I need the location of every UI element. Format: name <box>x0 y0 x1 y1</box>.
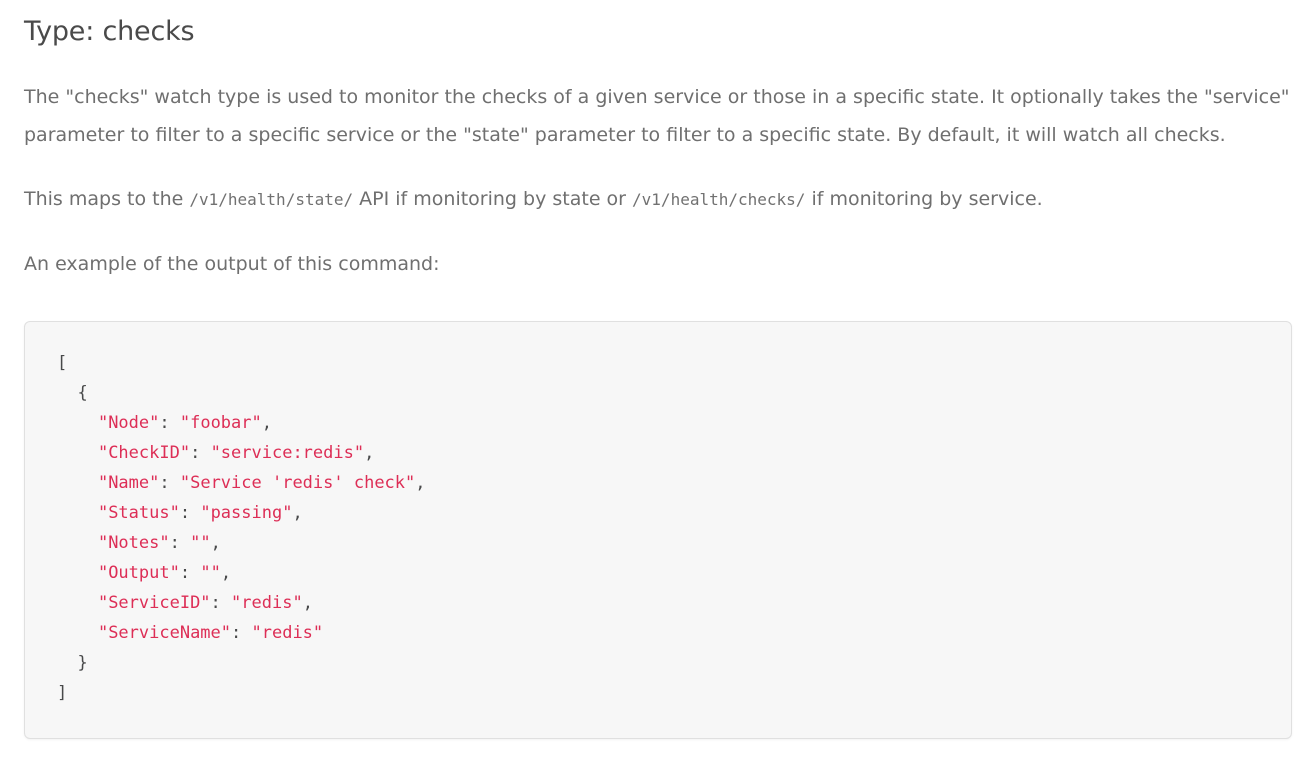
page-title: Type: checks <box>24 16 195 47</box>
code-token-punct: } <box>77 653 88 673</box>
code-token-punct: : <box>179 563 201 583</box>
code-token-punct: , <box>415 473 426 493</box>
code-token-str: "foobar" <box>179 413 262 433</box>
code-token-str: "service:redis" <box>210 443 365 463</box>
code-block[interactable]: [ { "Node": "foobar", "CheckID": "servic… <box>24 321 1292 739</box>
code-token-punct: , <box>302 593 313 613</box>
code-token-punct: : <box>169 533 191 553</box>
code-token-punct: : <box>231 623 252 643</box>
code-token-str: "redis" <box>251 623 324 643</box>
code-token-punct: , <box>210 533 221 553</box>
code-token-punct: , <box>292 503 303 523</box>
code-token-str: "" <box>200 563 221 583</box>
code-token-punct: , <box>261 413 272 433</box>
code-token-str: "CheckID" <box>97 443 191 463</box>
api-mapping-prefix: This maps to the <box>24 188 190 210</box>
code-token-punct: : <box>179 503 201 523</box>
code-token-str: "redis" <box>231 593 303 613</box>
api-mapping-suffix: if monitoring by service. <box>805 188 1043 210</box>
code-token-punct: , <box>364 443 375 463</box>
code-token-str: "ServiceName" <box>97 623 232 643</box>
code-token-punct: : <box>159 473 180 493</box>
code-token-str: "Status" <box>97 503 180 523</box>
code-token-str: "Node" <box>97 413 160 433</box>
documentation-page: Type: checks The "checks" watch type is … <box>24 16 1292 739</box>
code-token-punct: , <box>220 563 232 583</box>
api-mapping-paragraph: This maps to the /v1/health/state/ API i… <box>24 180 1292 219</box>
inline-code-health-state: /v1/health/state/ <box>189 190 354 209</box>
code-token-str: "" <box>190 533 211 553</box>
code-block-content: [ { "Node": "foobar", "CheckID": "servic… <box>57 348 1267 708</box>
inline-code-health-checks: /v1/health/checks/ <box>632 190 806 209</box>
code-token-str: "Service 'redis' check" <box>179 473 416 493</box>
intro-paragraph: The "checks" watch type is used to monit… <box>24 86 1290 146</box>
api-mapping-middle: API if monitoring by state or <box>353 188 633 210</box>
code-token-punct: : <box>190 443 211 463</box>
code-token-str: "Name" <box>97 473 160 493</box>
code-token-punct: : <box>159 413 180 433</box>
code-token-punct: ] <box>57 683 68 703</box>
code-token-str: "Notes" <box>97 533 170 553</box>
code-token-punct: [ <box>57 353 68 373</box>
code-token-punct: : <box>210 593 232 613</box>
code-token-str: "passing" <box>200 503 293 523</box>
example-intro-paragraph: An example of the output of this command… <box>24 253 440 275</box>
code-token-str: "Output" <box>97 563 180 583</box>
code-token-punct: { <box>77 383 88 403</box>
code-token-str: "ServiceID" <box>97 593 211 613</box>
